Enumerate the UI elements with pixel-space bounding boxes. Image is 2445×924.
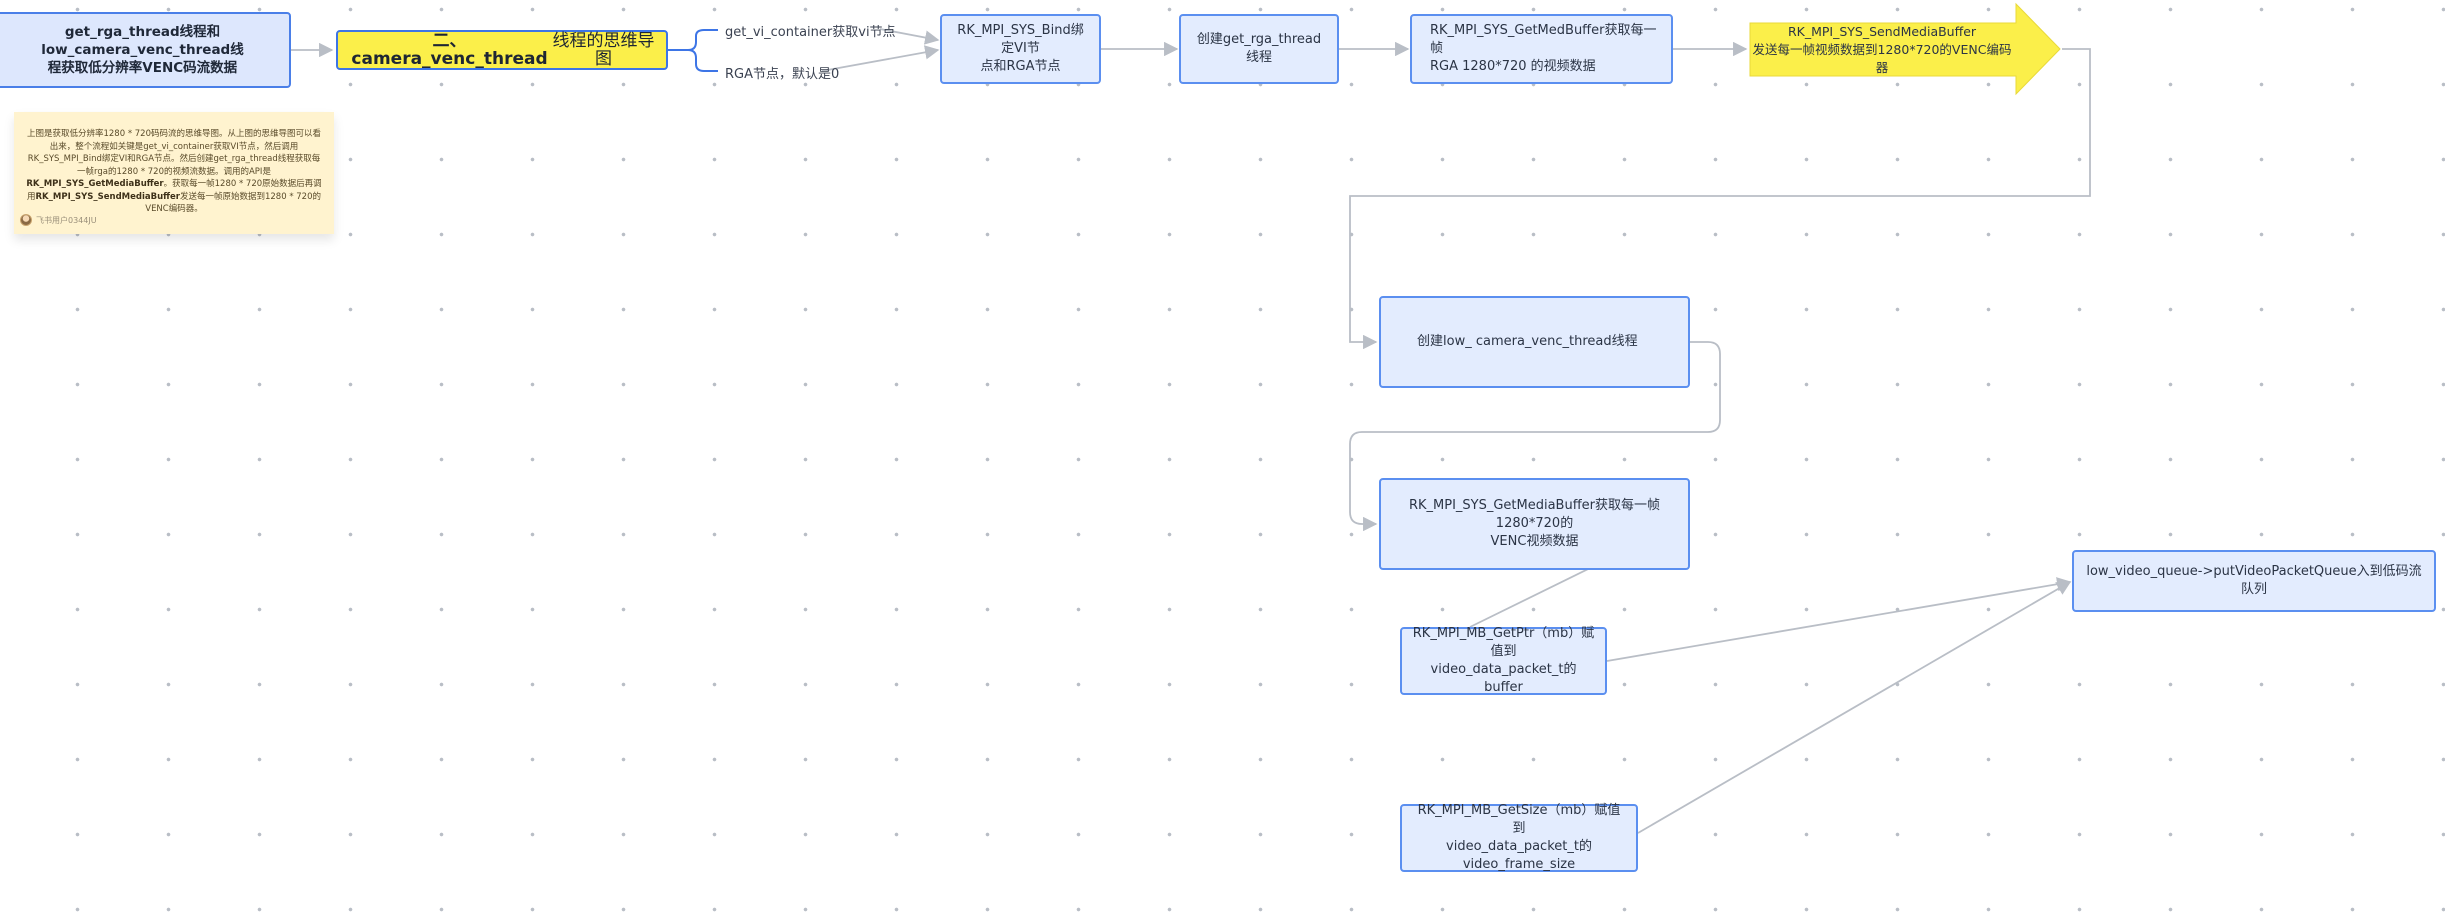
central-topic-bold: 二、camera_venc_thread bbox=[351, 31, 548, 69]
branch-vi-container[interactable]: get_vi_container获取vi节点 bbox=[725, 25, 896, 40]
sticky-note-author: 飞书用户0344JU bbox=[36, 215, 97, 225]
edge-central-to-vi-branch bbox=[668, 29, 718, 51]
root-topic-node[interactable]: get_rga_thread线程和low_camera_venc_thread线… bbox=[0, 12, 291, 88]
step-get-ptr[interactable]: RK_MPI_MB_GetPtr（mb）赋值到 video_data_packe… bbox=[1400, 626, 1607, 695]
edge-send-to-create-low bbox=[1349, 48, 2091, 350]
edge-create-low-to-get-venc bbox=[1349, 341, 1721, 532]
sticky-note[interactable]: 上图是获取低分辨率1280 * 720码码流的思维导图。从上图的思维导图可以看出… bbox=[14, 112, 334, 234]
edge-get-size-to-queue bbox=[1637, 581, 2072, 834]
step-get-size[interactable]: RK_MPI_MB_GetSize（mb）赋值到 video_data_pack… bbox=[1400, 803, 1638, 872]
step-create-low-venc-thread[interactable]: 创建low_ camera_venc_thread线程 bbox=[1379, 296, 1690, 388]
central-topic-rest: 线程的思维导图 bbox=[552, 31, 655, 69]
step-get-rga-buffer[interactable]: RK_MPI_SYS_GetMedBuffer获取每一帧 RGA 1280*72… bbox=[1410, 14, 1673, 84]
send-buffer-arrow-shape bbox=[1749, 2, 2061, 96]
edge-central-to-rga-branch bbox=[687, 49, 718, 72]
step-get-venc-buffer[interactable]: RK_MPI_SYS_GetMediaBuffer获取每一帧1280*720的 … bbox=[1379, 478, 1690, 570]
edge-rga-to-bind bbox=[821, 45, 940, 72]
sticky-note-footer: 飞书用户0344JU bbox=[20, 214, 97, 226]
avatar-icon bbox=[20, 214, 32, 226]
step-send-media-buffer[interactable]: RK_MPI_SYS_SendMediaBuffer 发送每一帧视频数据到128… bbox=[1752, 24, 2012, 75]
branch-rga-node[interactable]: RGA节点，默认是0 bbox=[725, 67, 840, 82]
step-put-queue[interactable]: low_video_queue->putVideoPacketQueue入到低码… bbox=[2072, 550, 2436, 612]
sticky-note-text: 上图是获取低分辨率1280 * 720码码流的思维导图。从上图的思维导图可以看出… bbox=[26, 129, 322, 214]
edge-vi-to-bind bbox=[879, 28, 940, 45]
step-create-rga-thread[interactable]: 创建get_rga_thread线程 bbox=[1179, 14, 1339, 84]
edge-get-ptr-to-queue bbox=[1606, 577, 2072, 662]
step-bind-vi-rga[interactable]: RK_MPI_SYS_Bind绑定VI节 点和RGA节点 bbox=[940, 14, 1101, 84]
